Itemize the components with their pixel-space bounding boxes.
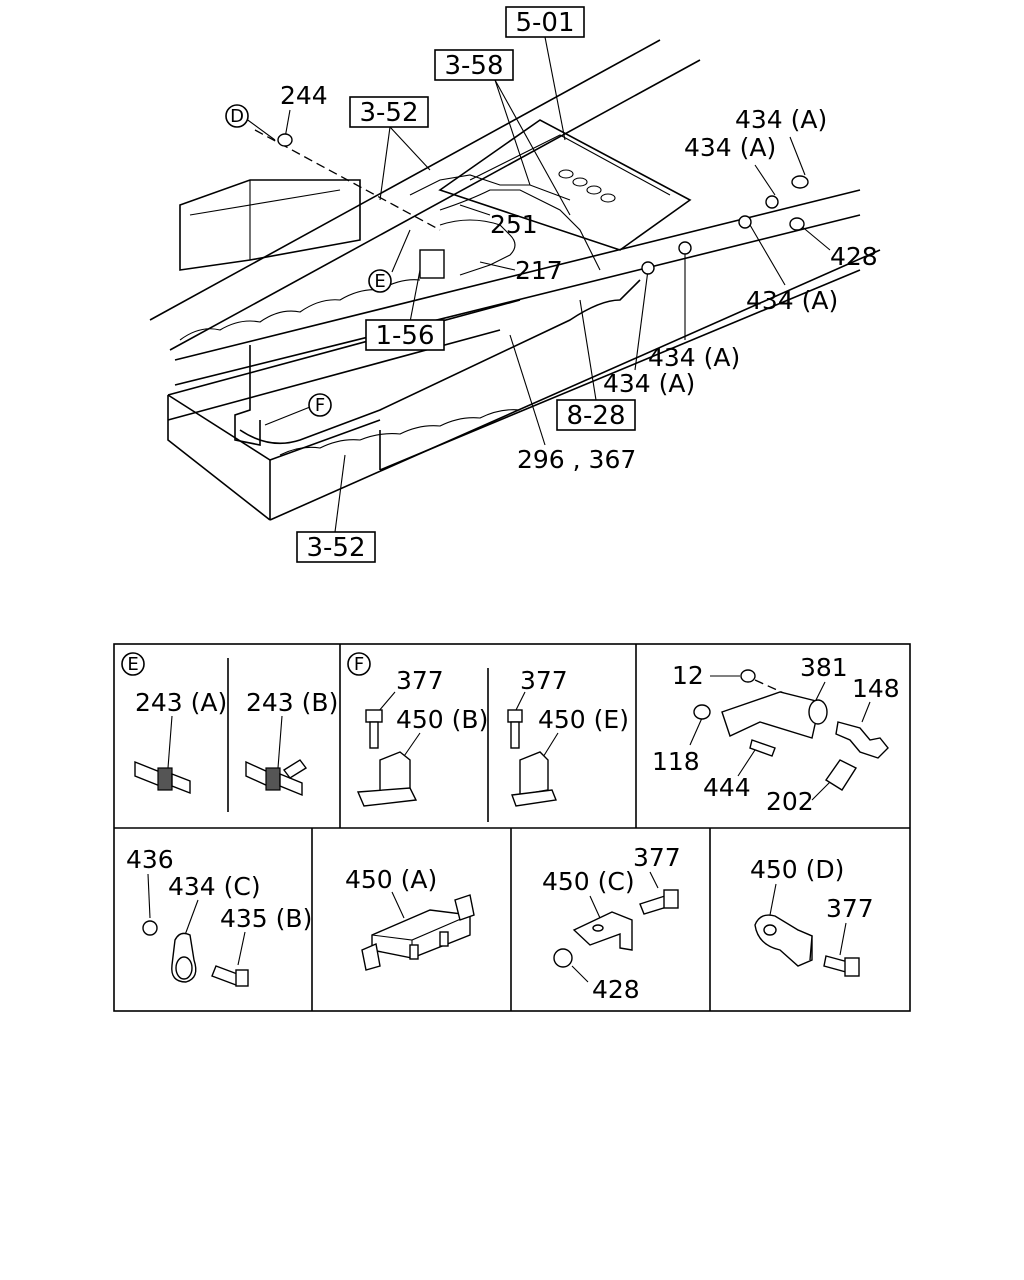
marker-d-label: D	[230, 106, 244, 127]
callout-12: 12	[672, 661, 704, 690]
nut-436	[142, 920, 158, 936]
marker-e-detail-label: E	[127, 654, 138, 675]
callout-435b: 435 (B)	[220, 904, 312, 933]
valve-148	[835, 721, 889, 759]
detail-panel-450a: 450 (A)	[345, 865, 475, 971]
callout-428-450c: 428	[592, 975, 640, 1004]
clip-part	[738, 215, 752, 229]
ref-box-1-56	[365, 319, 445, 351]
callout-434a-4: 434 (A)	[648, 343, 740, 372]
marker-f-label: F	[315, 395, 325, 416]
callout-450d: 450 (D)	[750, 855, 844, 884]
ref-box-3-52-bottom	[296, 531, 376, 563]
nut-part	[789, 217, 805, 231]
callout-244: 244	[280, 81, 328, 110]
detail-panel-f: F 377 450 (B) 377 450 (E)	[347, 652, 629, 822]
callout-377-450d: 377	[826, 894, 874, 923]
bolt-377-right	[507, 709, 523, 723]
nut-part	[277, 133, 293, 147]
callout-444: 444	[703, 773, 751, 802]
callout-202: 202	[766, 787, 814, 816]
nut-428	[553, 948, 573, 968]
detail-panel-clip: 436 434 (C) 435 (B)	[126, 845, 312, 987]
clip-part	[791, 175, 809, 189]
bracket-450c	[572, 911, 633, 951]
callout-434c: 434 (C)	[168, 872, 261, 901]
valve-part	[419, 249, 445, 279]
ref-box-3-52-top	[349, 96, 429, 128]
callout-251: 251	[490, 210, 538, 239]
bracket-450e	[519, 751, 549, 796]
marker-f-detail-label: F	[354, 654, 364, 675]
bracket-450a	[371, 909, 471, 959]
ref-label-3-52-bottom: 3-52	[306, 533, 365, 563]
fitting-243a	[134, 760, 191, 795]
ref-label-3-58: 3-58	[444, 51, 503, 81]
marker-e-detail	[121, 652, 145, 676]
ref-box-3-58	[434, 49, 514, 81]
fitting-243b-tee	[245, 759, 308, 797]
ref-label-1-56: 1-56	[375, 321, 434, 351]
ref-label-5-01: 5-01	[515, 8, 574, 38]
detail-table: E 243 (A) 243 (B) F 377 450	[113, 643, 911, 1012]
nut-118	[693, 704, 711, 720]
callout-450b: 450 (B)	[396, 705, 488, 734]
marker-e-label: E	[374, 271, 385, 292]
callout-434a-5: 434 (A)	[603, 369, 695, 398]
ref-label-3-52-top: 3-52	[359, 98, 418, 128]
callout-243a: 243 (A)	[135, 688, 227, 717]
callout-148: 148	[852, 674, 900, 703]
marker-f	[308, 393, 332, 417]
callout-434a-2: 434 (A)	[684, 133, 776, 162]
callout-428: 428	[830, 242, 878, 271]
detail-panel-450c: 377 450 (C) 428	[542, 843, 681, 1004]
callout-377-left: 377	[396, 666, 444, 695]
ref-label-8-28: 8-28	[566, 401, 625, 431]
clip-part	[641, 261, 655, 275]
callout-118: 118	[652, 747, 700, 776]
detail-panel-450d: 450 (D) 377	[750, 855, 874, 977]
marker-e	[368, 269, 392, 293]
callout-377-right: 377	[520, 666, 568, 695]
bolt-444	[749, 739, 776, 757]
clip-part	[765, 195, 779, 209]
detail-panel-bracket: 12 381 148 118 444 202	[652, 653, 900, 816]
nut-12	[740, 669, 756, 683]
ref-box-5-01	[505, 6, 585, 38]
callout-296-367: 296 , 367	[517, 445, 636, 474]
callout-377-450c: 377	[633, 843, 681, 872]
callout-381: 381	[800, 653, 848, 682]
callout-434a-1: 434 (A)	[735, 105, 827, 134]
callout-434a-3: 434 (A)	[746, 286, 838, 315]
callout-450c: 450 (C)	[542, 867, 635, 896]
clip-202	[825, 759, 858, 791]
callout-217: 217	[515, 256, 563, 285]
bolt-377-left	[365, 709, 383, 723]
callout-450a: 450 (A)	[345, 865, 437, 894]
main-diagram: 5-01 3-58 3-52 1-56 8-28 3-52 D E F 244 …	[149, 6, 881, 563]
frame-rails	[149, 39, 881, 521]
marker-d	[225, 104, 249, 128]
callout-436: 436	[126, 845, 174, 874]
clip-part	[678, 241, 692, 255]
bracket-381	[721, 691, 821, 739]
marker-f-detail	[347, 652, 371, 676]
ref-box-8-28	[556, 399, 636, 431]
callout-450e: 450 (E)	[538, 705, 629, 734]
detail-panel-e: E 243 (A) 243 (B)	[121, 652, 338, 812]
callout-243b: 243 (B)	[246, 688, 338, 717]
